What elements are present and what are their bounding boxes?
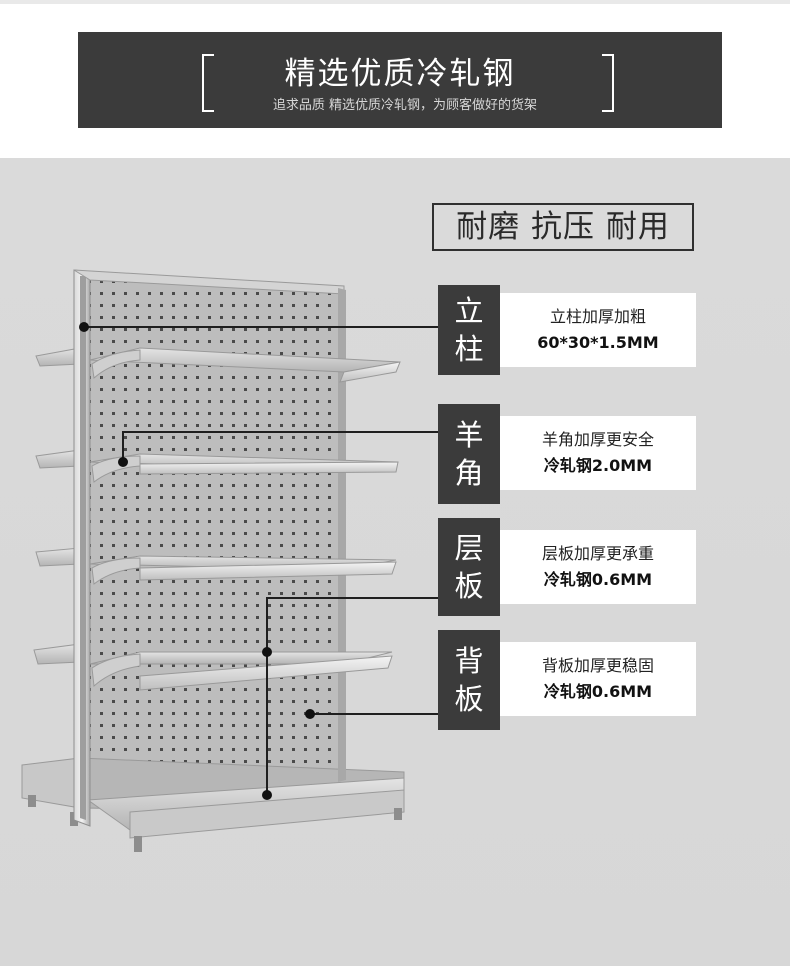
right-bracket <box>602 54 614 112</box>
feature-box: 层板加厚更承重 冷轧钢0.6MM <box>500 530 696 604</box>
left-side-shelves <box>33 347 81 665</box>
feature-back-panel: 背 板 背板加厚更稳固 冷轧钢0.6MM <box>438 630 696 730</box>
feature-tag-char: 板 <box>454 682 484 716</box>
feature-bracket: 羊 角 羊角加厚更安全 冷轧钢2.0MM <box>438 404 696 504</box>
tagline: 耐磨 抗压 耐用 <box>432 203 694 251</box>
callout-dots <box>79 322 315 800</box>
callout-dot-bracket <box>118 457 128 467</box>
feature-tag-char: 立 <box>454 294 484 328</box>
callout-lines <box>84 326 440 795</box>
feature-tag-char: 板 <box>454 569 484 603</box>
feature-tag: 立 柱 <box>438 285 500 375</box>
callout-dot-shelf-upper <box>262 647 272 657</box>
header-banner: 精选优质冷轧钢 追求品质 精选优质冷轧钢，为顾客做好的货架 <box>78 32 722 128</box>
feature-box: 背板加厚更稳固 冷轧钢0.6MM <box>500 642 696 716</box>
callout-dot-back <box>305 709 315 719</box>
callout-dot-shelf-lower <box>262 790 272 800</box>
feature-tag-char: 背 <box>454 644 484 678</box>
feature-spec: 60*30*1.5MM <box>537 333 659 352</box>
feature-tag-char: 柱 <box>454 332 484 366</box>
feature-spec: 冷轧钢0.6MM <box>543 570 653 589</box>
feature-shelf-board: 层 板 层板加厚更承重 冷轧钢0.6MM <box>438 518 696 616</box>
banner-subtitle: 追求品质 精选优质冷轧钢，为顾客做好的货架 <box>272 98 538 113</box>
feature-tag-char: 层 <box>454 531 484 565</box>
feature-tag: 羊 角 <box>438 404 500 504</box>
feature-post: 立 柱 立柱加厚加粗 60*30*1.5MM <box>438 285 696 375</box>
feature-description: 层板加厚更承重 <box>541 544 654 563</box>
left-bracket <box>202 54 214 112</box>
banner-title: 精选优质冷轧钢 <box>284 56 516 92</box>
callout-line-bracket <box>122 431 440 462</box>
feature-box: 立柱加厚加粗 60*30*1.5MM <box>500 293 696 367</box>
feature-tag-char: 羊 <box>454 418 484 452</box>
callout-dot-post <box>79 322 89 332</box>
feature-tag: 层 板 <box>438 518 500 616</box>
callout-line-shelf <box>266 597 440 795</box>
feature-spec: 冷轧钢2.0MM <box>543 456 653 475</box>
feature-tag: 背 板 <box>438 630 500 730</box>
feature-spec: 冷轧钢0.6MM <box>543 682 653 701</box>
feature-description: 羊角加厚更安全 <box>541 430 654 449</box>
feature-box: 羊角加厚更安全 冷轧钢2.0MM <box>500 416 696 490</box>
feature-description: 背板加厚更稳固 <box>541 656 654 675</box>
feature-tag-char: 角 <box>454 456 484 490</box>
feature-description: 立柱加厚加粗 <box>549 307 646 326</box>
post-face <box>80 276 86 820</box>
